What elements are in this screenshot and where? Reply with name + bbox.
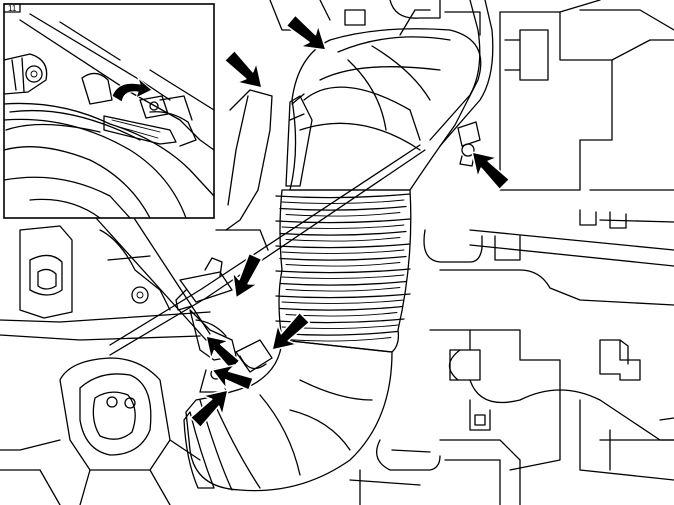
bellows-rib [275, 193, 411, 199]
pointer-arrow-icon [223, 49, 263, 89]
bellows-rib [279, 230, 407, 236]
air-intake-hose [183, 28, 482, 492]
bellows-rib-shade [281, 299, 405, 305]
bellows-rib-shade [285, 287, 401, 292]
pointer-arrows [177, 14, 511, 429]
bellows-rib [275, 268, 411, 274]
bellows-rib-shade [285, 237, 401, 242]
bellows-rib-shade [281, 249, 405, 255]
curved-arrow-icon [111, 76, 153, 103]
pointer-arrow-icon [285, 14, 327, 51]
pointer-arrow-icon [211, 364, 254, 391]
bellows-rib [279, 280, 407, 286]
bellows-rib-shade [281, 224, 405, 230]
pointer-arrow-icon [189, 389, 229, 429]
callout-leaders [95, 217, 211, 341]
bellows-rib [275, 218, 411, 224]
bellows-rib [279, 205, 407, 211]
bellows-rib [275, 318, 405, 324]
bellows-rib-shade [281, 199, 405, 205]
bellows-rib [279, 255, 407, 261]
pointer-arrow-icon [271, 311, 311, 351]
inset-label: 11 [8, 4, 17, 13]
pointer-arrow-icon [471, 151, 511, 191]
bellows-rib [275, 293, 411, 299]
bellows-rib-shade [285, 262, 401, 267]
bellows-rib-shade [285, 212, 401, 217]
pointer-arrow-icon [231, 252, 263, 299]
inset-detail: 11 [3, 3, 215, 219]
bellows-rib [275, 243, 411, 249]
bellows-rib [279, 305, 404, 311]
bellows-rib-shade [281, 274, 405, 280]
bellows-rib-shade [285, 337, 392, 342]
